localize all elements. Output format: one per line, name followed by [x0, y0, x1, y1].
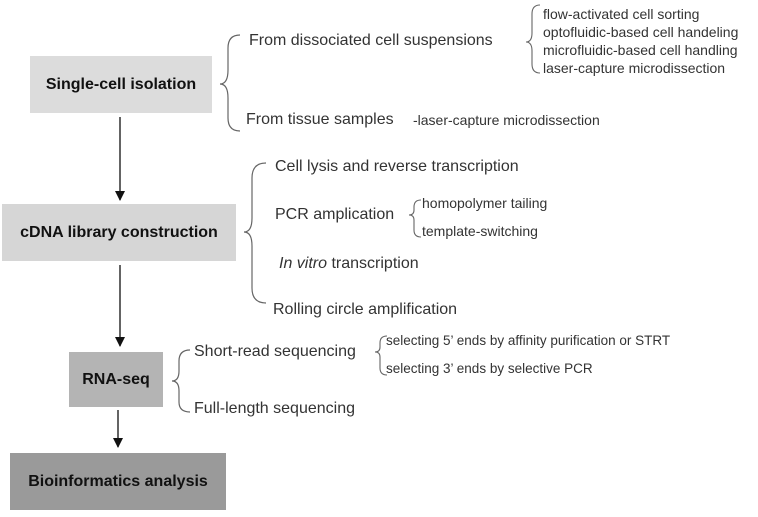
method-item: optofluidic-based cell handeling: [543, 24, 739, 40]
brace-dissociated-methods: [525, 4, 541, 74]
branch-full-length: Full-length sequencing: [194, 400, 355, 417]
stage-cdna-library-construction: cDNA library construction: [2, 204, 236, 261]
brace-rnaseq: [171, 349, 191, 413]
brace-isolation: [219, 34, 241, 132]
stage-bioinformatics-analysis: Bioinformatics analysis: [10, 453, 226, 510]
method-item: selecting 5’ ends by affinity purificati…: [386, 333, 671, 348]
method-item: flow-activated cell sorting: [543, 6, 700, 22]
brace-short-read: [374, 335, 388, 376]
stage-label: Single-cell isolation: [45, 75, 197, 93]
method-item: selecting 3’ ends by selective PCR: [386, 361, 593, 376]
branch-pcr-amplication: PCR amplication: [275, 206, 395, 223]
branch-rolling-circle: Rolling circle amplification: [273, 301, 458, 318]
stage-rna-seq: RNA-seq: [69, 352, 163, 407]
method-item: homopolymer tailing: [422, 195, 548, 211]
branch-tissue-samples: From tissue samples: [246, 111, 394, 128]
italic-text: In vitro: [279, 255, 328, 272]
branch-in-vitro-transcription: In vitro transcription: [279, 255, 419, 273]
branch-dissociated-cells: From dissociated cell suspensions: [249, 32, 493, 49]
method-item: template-switching: [422, 223, 538, 239]
brace-cdna: [243, 162, 267, 304]
stage-label: cDNA library construction: [20, 223, 218, 241]
method-item: microfluidic-based cell handling: [543, 42, 738, 58]
branch-short-read: Short-read sequencing: [194, 343, 356, 360]
stage-label: RNA-seq: [82, 370, 150, 388]
method-item: -laser-capture microdissection: [413, 112, 600, 128]
stage-label: Bioinformatics analysis: [28, 472, 208, 490]
branch-cell-lysis: Cell lysis and reverse transcription: [275, 158, 519, 175]
method-item: laser-capture microdissection: [543, 60, 726, 76]
brace-pcr: [408, 199, 422, 238]
plain-text: transcription: [327, 255, 419, 272]
stage-single-cell-isolation: Single-cell isolation: [30, 56, 212, 113]
